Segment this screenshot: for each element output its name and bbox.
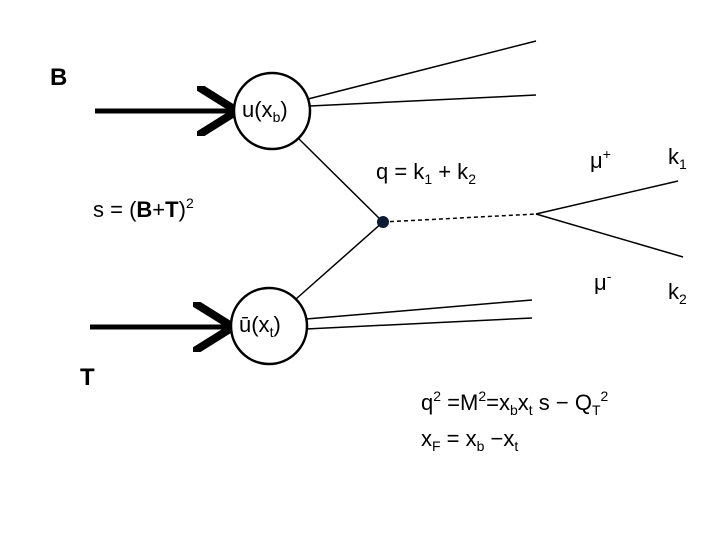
mu-minus-line: [535, 213, 684, 258]
spectator-line-top-1: [307, 40, 537, 100]
xf-equation: xF = xb −xt: [421, 426, 519, 454]
mu-plus-line: [535, 180, 679, 215]
u-quark-label: u(xb): [242, 97, 288, 125]
mass-equation: q2 =M2=xbxt s − QT2: [421, 388, 609, 418]
k2-label: k2: [668, 279, 687, 307]
u-quark-circle: [232, 71, 312, 151]
ubar-quark-label: ū(xt): [239, 312, 281, 340]
virtual-photon-line: [382, 213, 537, 223]
spectator-line-bottom-1: [305, 299, 533, 320]
target-label: T: [80, 364, 95, 391]
mu-plus-label: μ+: [590, 146, 611, 173]
vertex-dot: [377, 216, 389, 228]
beam-label: B: [50, 64, 68, 91]
q-momentum-label: q = k1 + k2: [376, 159, 476, 187]
s-equation: s = (B+T)2: [93, 195, 194, 222]
ubar-quark-circle: [229, 286, 309, 366]
mu-minus-label: μ-: [594, 268, 612, 295]
k1-label: k1: [668, 144, 687, 172]
spectator-line-top-2: [309, 94, 537, 107]
ubar-to-vertex-line: [295, 221, 384, 300]
u-to-vertex-line: [297, 137, 384, 223]
spectator-line-bottom-2: [305, 317, 533, 330]
